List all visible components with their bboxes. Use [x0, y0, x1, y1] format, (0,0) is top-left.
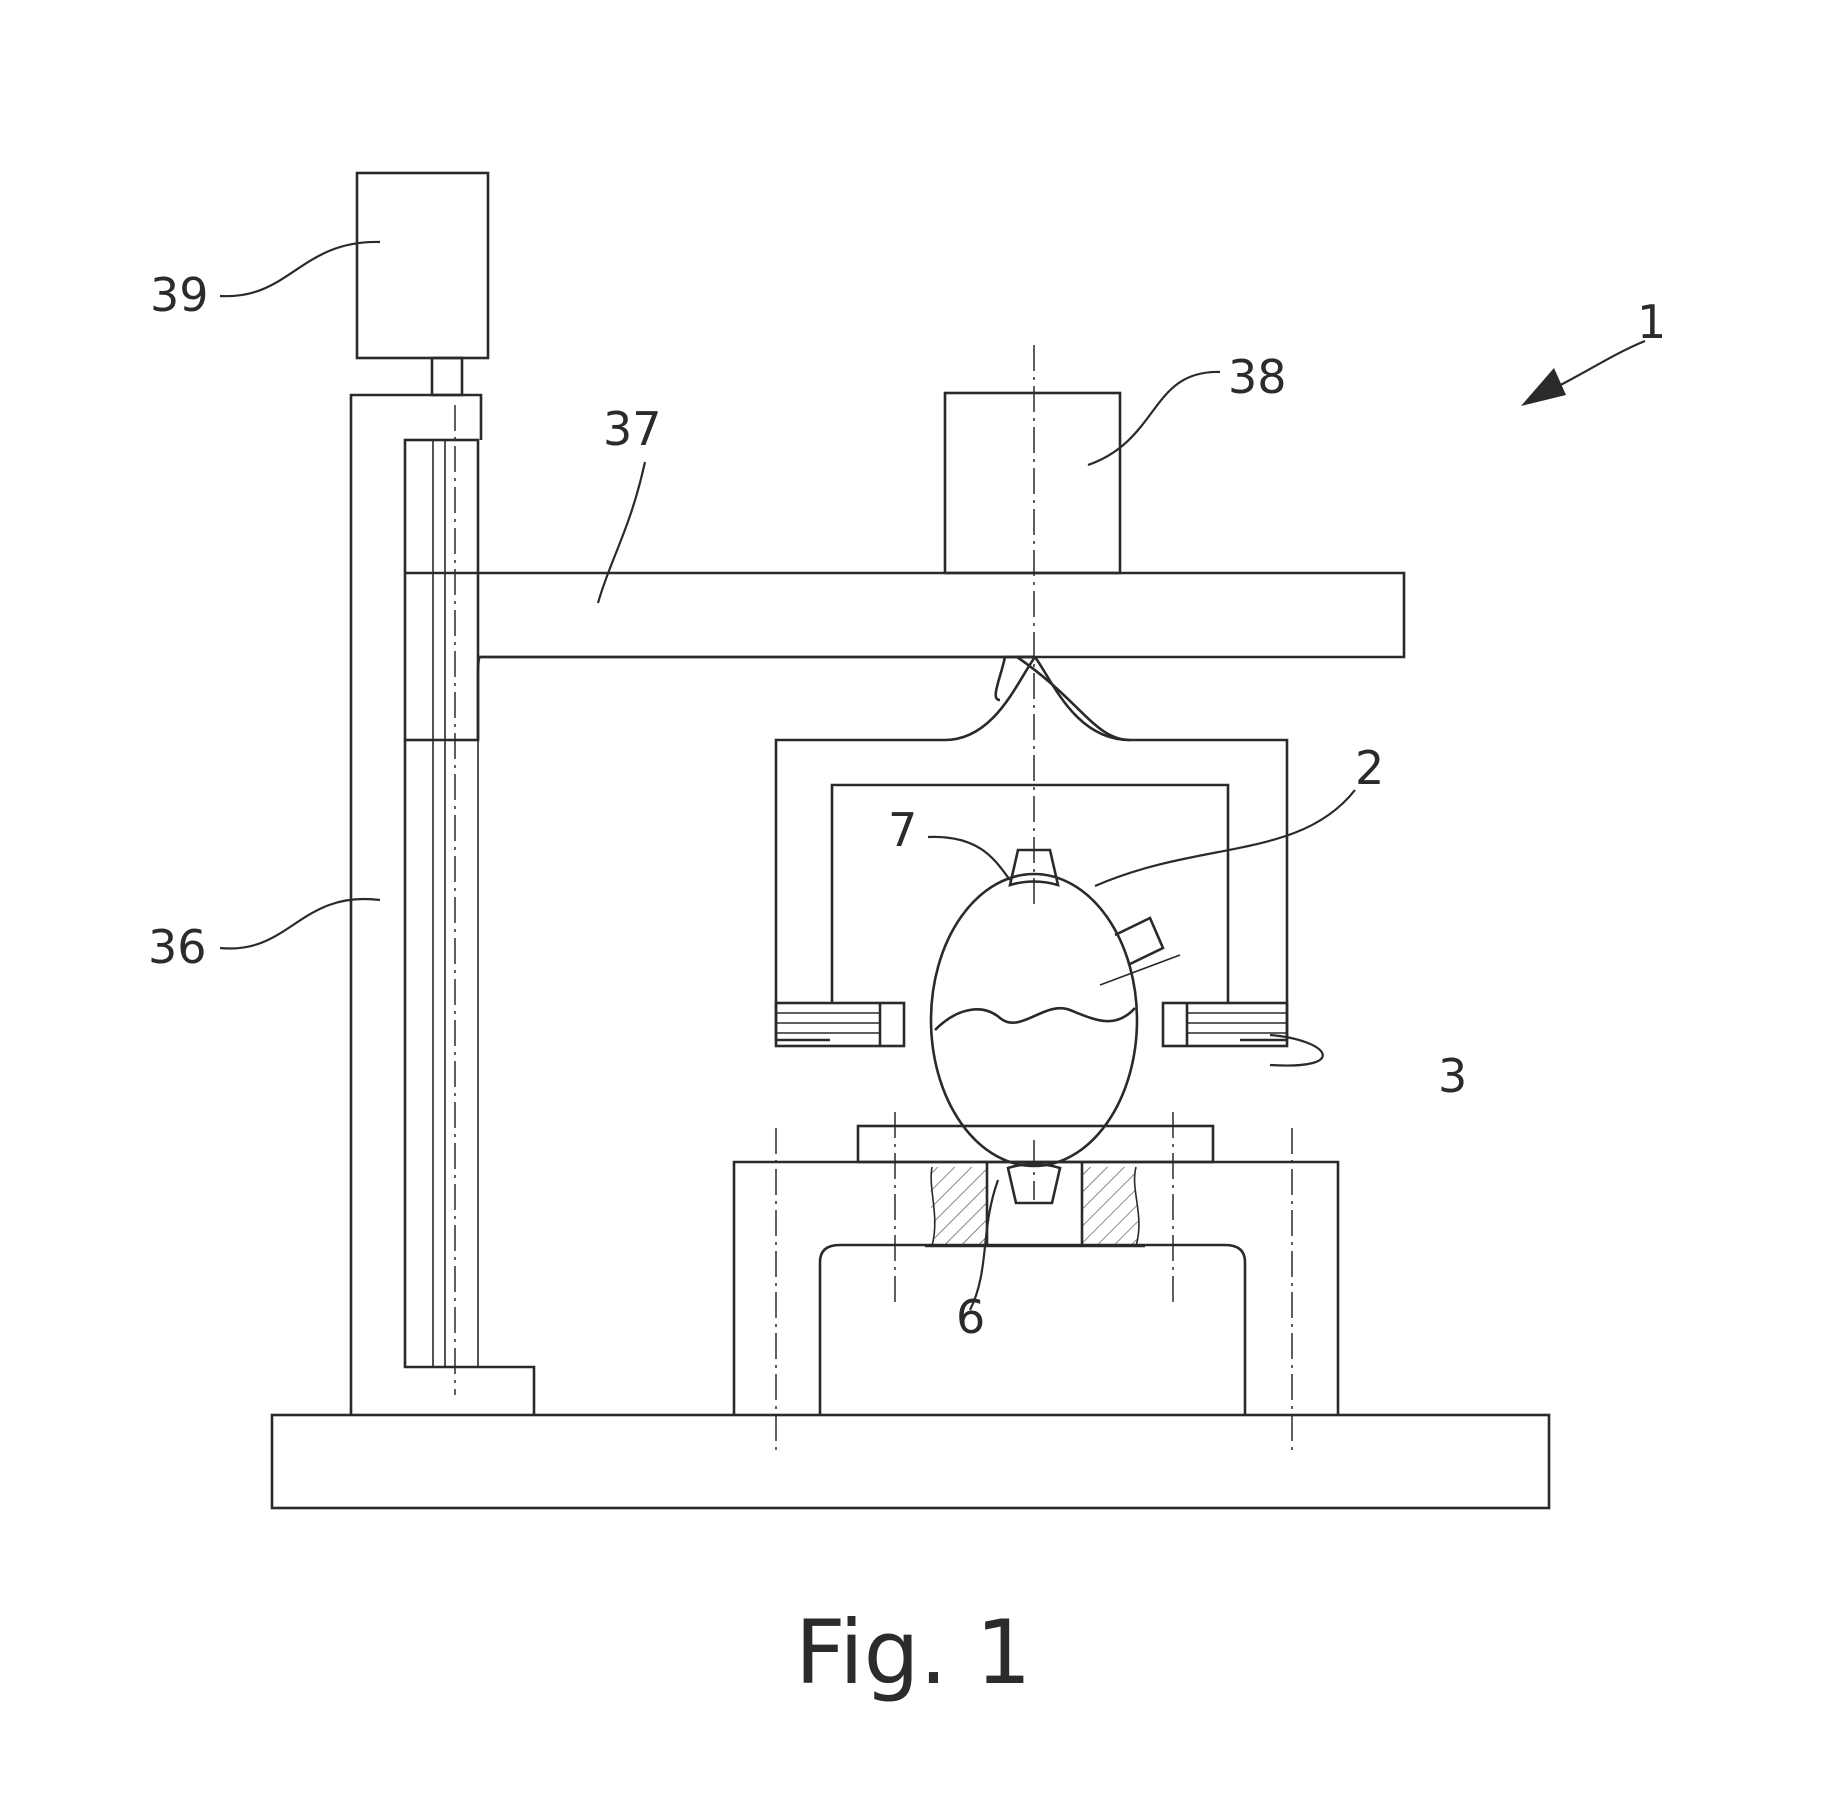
motor-39	[355, 171, 490, 397]
ref-39: 39	[150, 268, 209, 322]
base-plate	[270, 1413, 1551, 1510]
drive-38	[943, 391, 1122, 575]
ref-2: 2	[1355, 741, 1384, 795]
center-lines	[775, 345, 1293, 1455]
arrow-head-1	[1521, 368, 1566, 406]
figure-caption: Fig. 1	[795, 1601, 1031, 1704]
column-36	[349, 393, 536, 1415]
ref-38: 38	[1228, 350, 1287, 404]
ref-1: 1	[1637, 295, 1666, 349]
ref-37: 37	[603, 402, 662, 456]
lower-support	[732, 1124, 1340, 1415]
ref-3: 3	[1438, 1049, 1467, 1103]
ref-36: 36	[148, 920, 207, 974]
ref-6: 6	[956, 1290, 985, 1344]
inner-frame	[830, 783, 1230, 1003]
valve-7	[1008, 848, 1060, 887]
ref-7: 7	[888, 803, 917, 857]
clamp-jaws-3	[774, 1001, 1289, 1048]
container-2	[929, 872, 1181, 1168]
